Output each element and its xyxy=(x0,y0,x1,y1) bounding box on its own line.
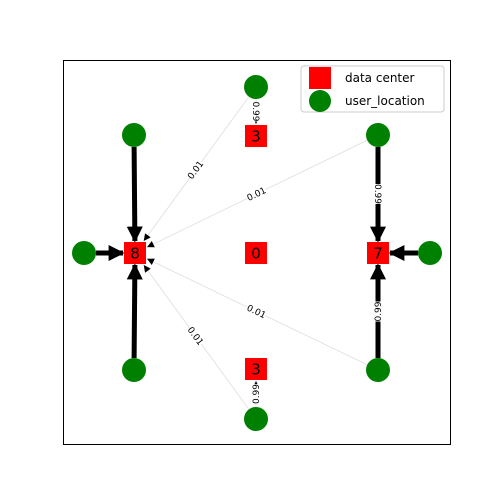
edge-arrowhead xyxy=(143,233,151,241)
legend-box xyxy=(300,65,445,113)
legend-data-center-marker xyxy=(309,67,331,89)
legend: data center user_location xyxy=(300,65,445,113)
data-center-label: 0 xyxy=(251,245,261,263)
data-center-node xyxy=(367,242,389,264)
data-center-node xyxy=(124,242,146,264)
nodes-layer: 8 3 0 7 3 xyxy=(72,75,442,431)
user-location-node xyxy=(366,358,390,382)
edge-arrowhead xyxy=(143,265,151,273)
user-location-node xyxy=(366,123,390,147)
edge-label-background xyxy=(373,301,383,322)
data-center-label: 3 xyxy=(251,128,261,146)
legend-data-center-label: data center xyxy=(345,71,415,85)
edge-weight-label: 0.99 xyxy=(250,101,260,121)
edge-arrowhead xyxy=(147,240,155,248)
data-center-node xyxy=(245,125,267,147)
edge-label-background xyxy=(185,324,206,348)
user-location-node xyxy=(244,75,268,99)
edge-arrowhead xyxy=(147,258,155,265)
data-center-label: 8 xyxy=(130,245,140,263)
user-location-node xyxy=(122,123,146,147)
edge-weight-label: 0.99 xyxy=(374,301,384,321)
data-center-node xyxy=(245,242,267,264)
edge-label-background xyxy=(245,302,268,321)
user-location-node xyxy=(244,407,268,431)
edge-label-background xyxy=(251,101,261,122)
edge-u_bottom_left-to-dc_left xyxy=(126,263,143,359)
edge-weight-label: 0.99 xyxy=(372,184,382,204)
data-center-node xyxy=(245,358,267,380)
edge-u_top_left-to-dc_left xyxy=(126,146,143,243)
edge-weight-label: 0.99 xyxy=(252,384,262,404)
user-location-node xyxy=(418,241,442,265)
user-location-node xyxy=(122,358,146,382)
edge-label-background xyxy=(251,384,261,404)
legend-user-location-label: user_location xyxy=(345,94,425,108)
legend-user-location-marker xyxy=(309,90,331,112)
data-center-label: 3 xyxy=(251,361,261,379)
edge-labels-layer: 0.010.010.010.010.990.990.990.99 xyxy=(185,101,384,404)
edge-label-background xyxy=(373,184,383,204)
data-center-label: 7 xyxy=(373,245,383,263)
user-location-node xyxy=(72,241,96,265)
edge-label-background xyxy=(245,185,268,203)
edge-label-background xyxy=(185,158,206,182)
